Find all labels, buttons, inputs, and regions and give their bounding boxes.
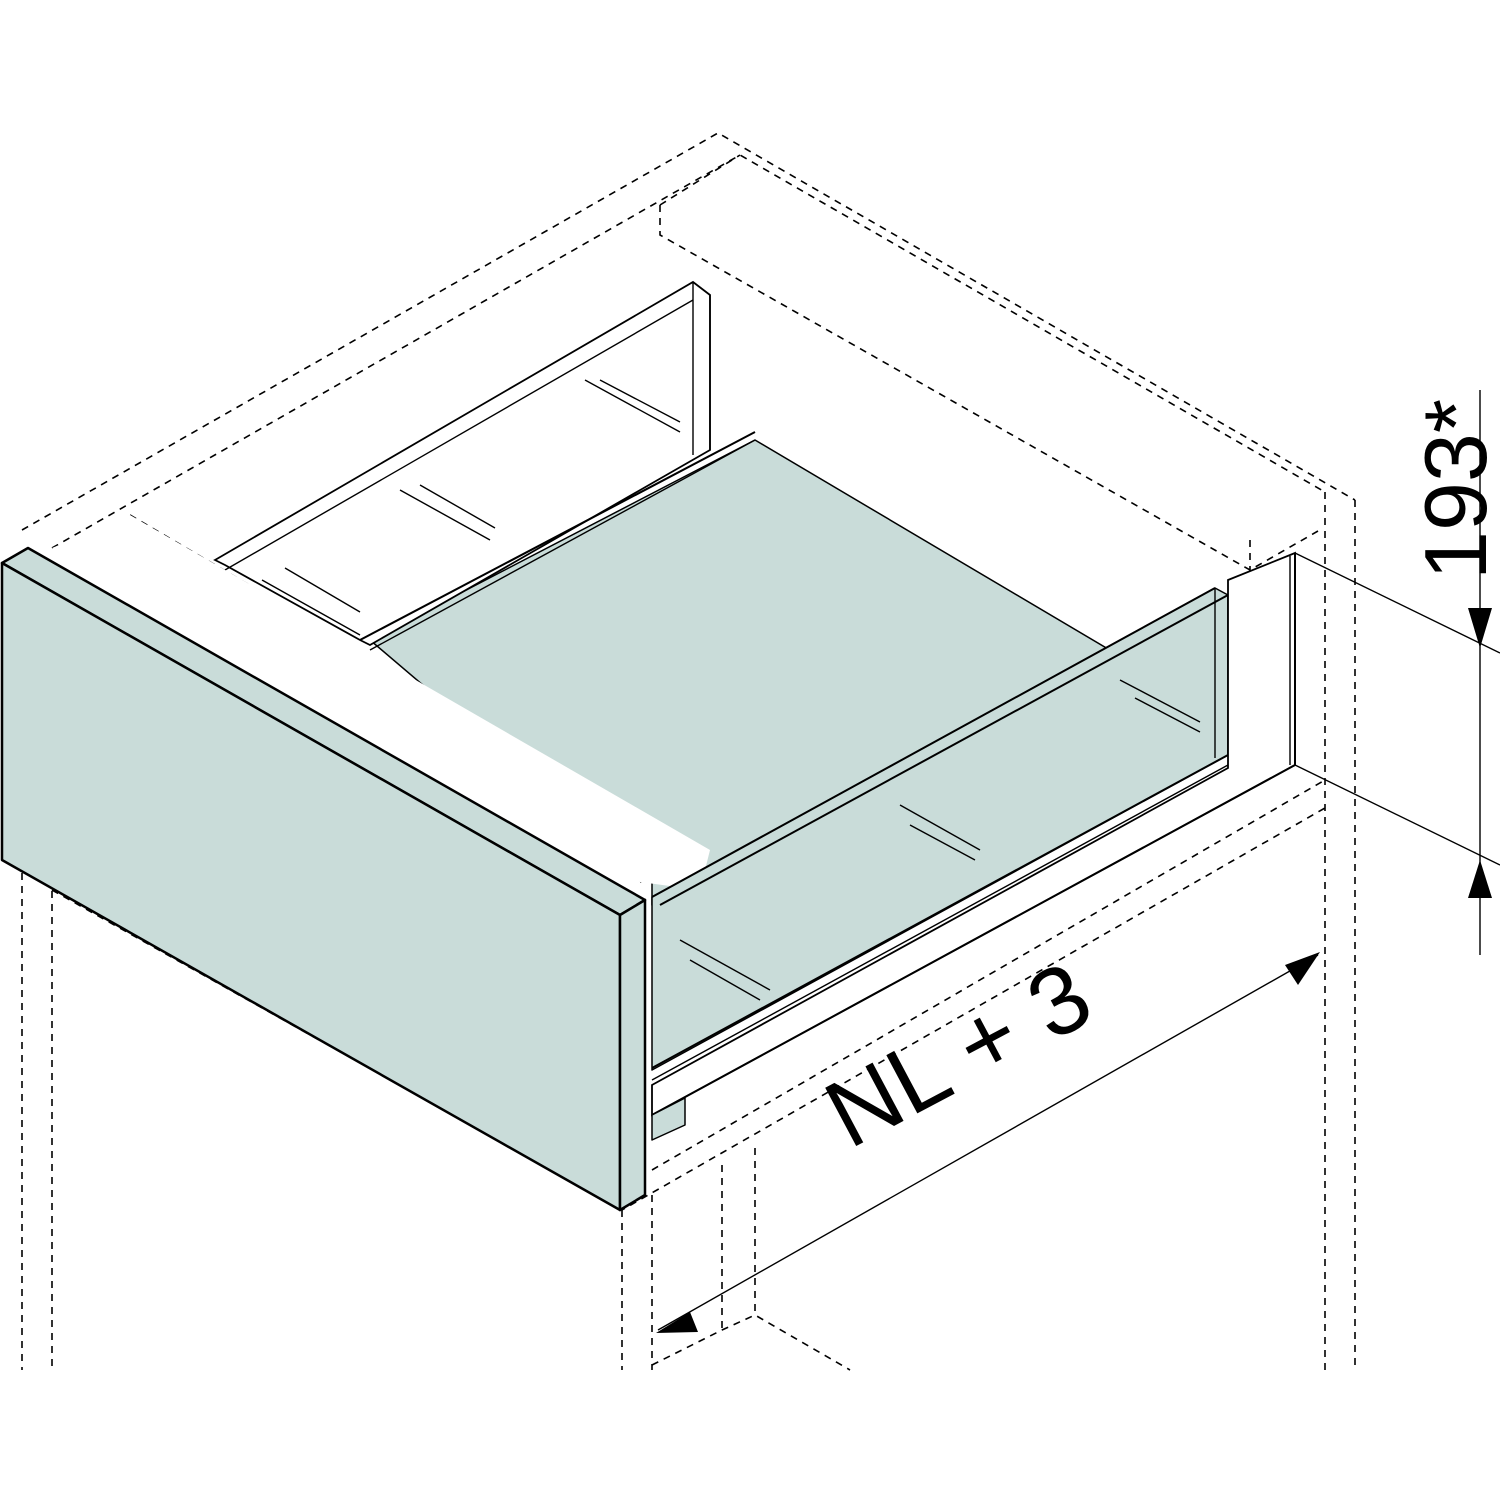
drawer-front [0,546,647,1212]
glass-side-left [213,280,756,651]
height-dimension [1294,390,1500,955]
depth-dimension [656,952,1320,1333]
height-dimension-label: 193* [1406,398,1500,580]
back-panel [651,551,1296,1141]
top-rail [52,515,710,890]
